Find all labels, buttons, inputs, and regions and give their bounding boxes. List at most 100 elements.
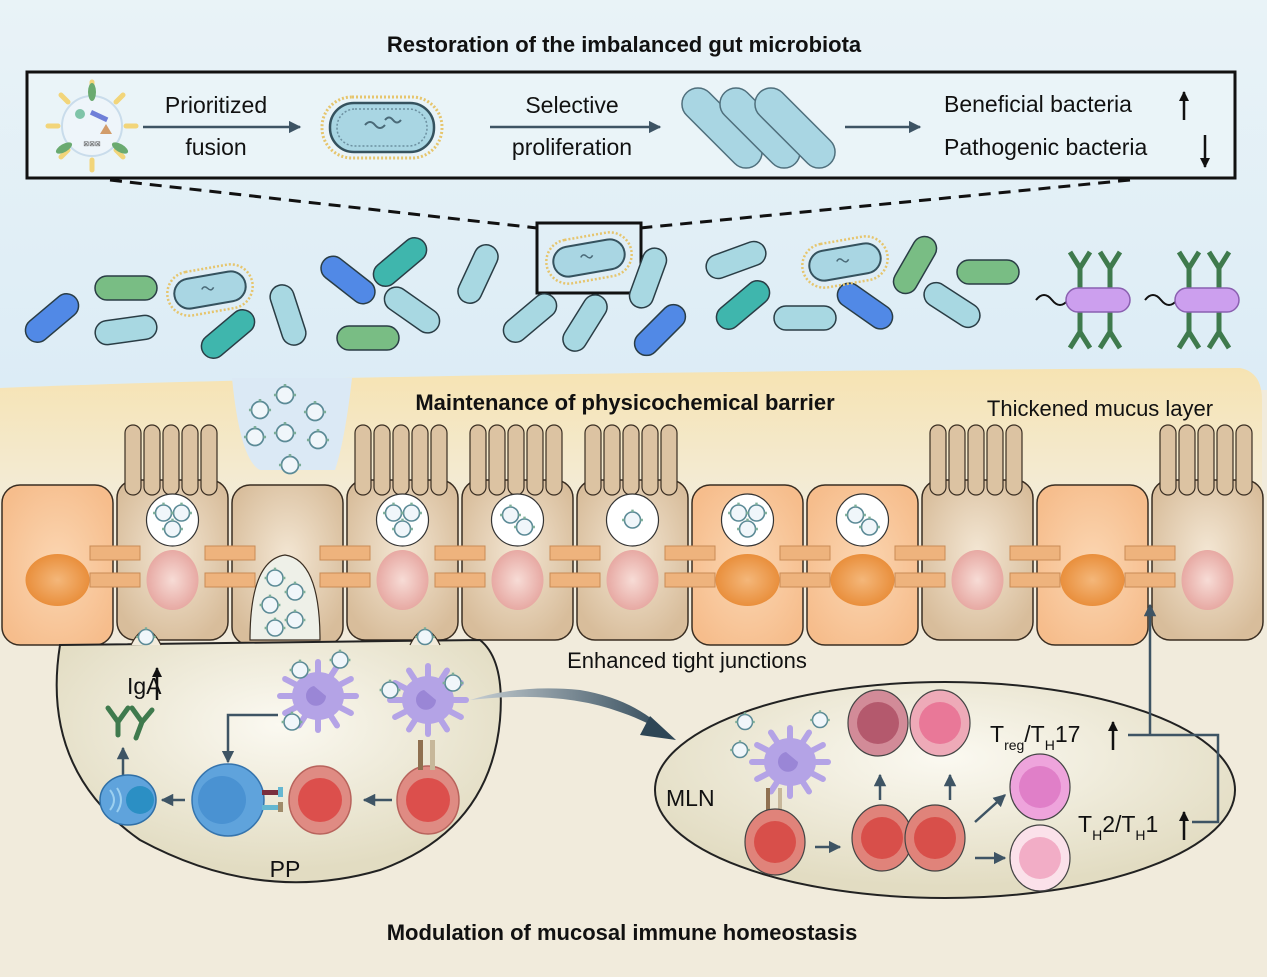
step1-label-line2: fusion: [185, 134, 246, 160]
microvillus: [507, 424, 525, 496]
cell-nucleus: [715, 554, 780, 606]
iga-antibody-icon: [105, 705, 155, 741]
vesicle-particle-icon: [401, 502, 422, 522]
mln-label: MLN: [666, 785, 715, 811]
cell-nucleus: [951, 550, 1004, 610]
treg-th17-ratio-label: Treg/TH17: [990, 721, 1080, 753]
plasma-cell: [99, 774, 157, 826]
cell-nucleus: [146, 550, 199, 610]
vesicle-particle-icon: [730, 740, 750, 759]
vesicle-particle-icon: [136, 627, 156, 646]
cell-nucleus: [830, 554, 895, 606]
step2-label-line1: Selective: [525, 92, 618, 118]
outcome-beneficial: Beneficial bacteria: [944, 91, 1132, 117]
vesicle-particle-icon: [264, 567, 286, 587]
dendritic-cell-icon: [749, 725, 831, 799]
rod-bacterium: [200, 309, 256, 359]
th-cell-core: [1019, 837, 1061, 879]
svg-text:⊠⊠⊠: ⊠⊠⊠: [83, 141, 101, 148]
microvillus: [354, 424, 372, 496]
tight-junction: [779, 545, 831, 561]
microvillus: [929, 424, 947, 496]
vesicle-icon: ⊠⊠⊠: [45, 79, 139, 173]
vesicle-particle-icon: [379, 679, 401, 699]
receptor-pair-icon: [262, 787, 283, 812]
gut-bacteria-group: [24, 231, 1020, 359]
vesicle-particle-icon: [162, 518, 183, 538]
outcome-pathogenic: Pathogenic bacteria: [944, 134, 1148, 160]
rod-bacterium: [502, 293, 558, 343]
microvillus: [603, 424, 621, 496]
tight-junction: [89, 572, 141, 588]
cell-nucleus: [491, 550, 544, 610]
step1-label-line1: Prioritized: [165, 92, 267, 118]
vesicle-particle-icon: [735, 712, 755, 731]
epithelial-layer: [1, 383, 1264, 646]
title-microbiota: Restoration of the imbalanced gut microb…: [387, 32, 862, 57]
vesicle-particle-icon: [514, 516, 535, 536]
feedback-bracket: [1128, 733, 1220, 824]
rod-bacterium: [94, 314, 158, 346]
fused-bacterium: [801, 235, 889, 289]
zoom-line-right: [639, 178, 1131, 230]
t-cell-pp-1: [288, 765, 352, 835]
vesicle-particle-icon: [278, 453, 302, 475]
arrow-dc-to-bcell: [221, 713, 278, 764]
rod-bacterium: [923, 281, 981, 329]
coated-pathogen-icon: [1035, 250, 1131, 350]
tight-junction: [434, 572, 486, 588]
title-immune: Modulation of mucosal immune homeostasis: [387, 920, 858, 945]
rod-bacterium: [336, 325, 400, 351]
vesicle-particle-icon: [859, 516, 880, 536]
b-cell: [191, 763, 265, 837]
activated-t-cell-1-core: [861, 817, 903, 859]
microvillus: [143, 424, 161, 496]
tight-junction: [1124, 545, 1176, 561]
differentiated-t-cell-2-core: [919, 702, 961, 744]
tight-junction: [434, 545, 486, 561]
cell-nucleus: [1181, 550, 1234, 610]
microvillus: [967, 424, 985, 496]
microvillus: [1216, 424, 1234, 496]
title-barrier: Maintenance of physicochemical barrier: [415, 390, 835, 415]
tight-junction: [1009, 545, 1061, 561]
microvillus: [124, 424, 142, 496]
th2-th1-ratio-label: TH2/TH1: [1078, 811, 1158, 843]
microvillus: [1197, 424, 1215, 496]
microvillus: [488, 424, 506, 496]
pp-label: PP: [270, 856, 301, 882]
iga-coated-pathogens: [1035, 250, 1240, 350]
microvillus: [181, 424, 199, 496]
microvillus: [1235, 424, 1253, 496]
microvillus: [162, 424, 180, 496]
naive-t-cell-core: [754, 821, 796, 863]
microvillus: [584, 424, 602, 496]
microvillus: [430, 424, 448, 496]
vesicle-particle-icon: [289, 659, 311, 679]
process-box: [25, 70, 1237, 180]
microvillus: [986, 424, 1004, 496]
rod-bacterium: [628, 247, 668, 309]
zoom-box: [535, 221, 643, 295]
vesicle-particle-icon: [500, 504, 521, 524]
rod-bacterium: [383, 286, 441, 334]
tight-junction: [204, 545, 256, 561]
mhc-receptor: [778, 788, 782, 816]
migration-arrowhead: [640, 716, 676, 740]
vesicle-particle-icon: [845, 504, 866, 524]
arrow-to-treg: [974, 794, 1006, 823]
vesicle-particle-icon: [243, 425, 267, 447]
cell-nucleus: [25, 554, 90, 606]
tight-junction: [319, 572, 371, 588]
vesicle-particle-icon: [248, 398, 272, 420]
cell-nucleus: [376, 550, 429, 610]
vesicle-particle-icon: [273, 383, 297, 405]
rod-bacterium: [372, 237, 428, 287]
tight-junction: [204, 572, 256, 588]
vesicle-particle-icon: [306, 428, 330, 450]
dendritic-cell-icon: [387, 663, 469, 737]
tight-junction: [894, 572, 946, 588]
tight-junction: [664, 572, 716, 588]
rod-bacterium: [457, 244, 499, 304]
